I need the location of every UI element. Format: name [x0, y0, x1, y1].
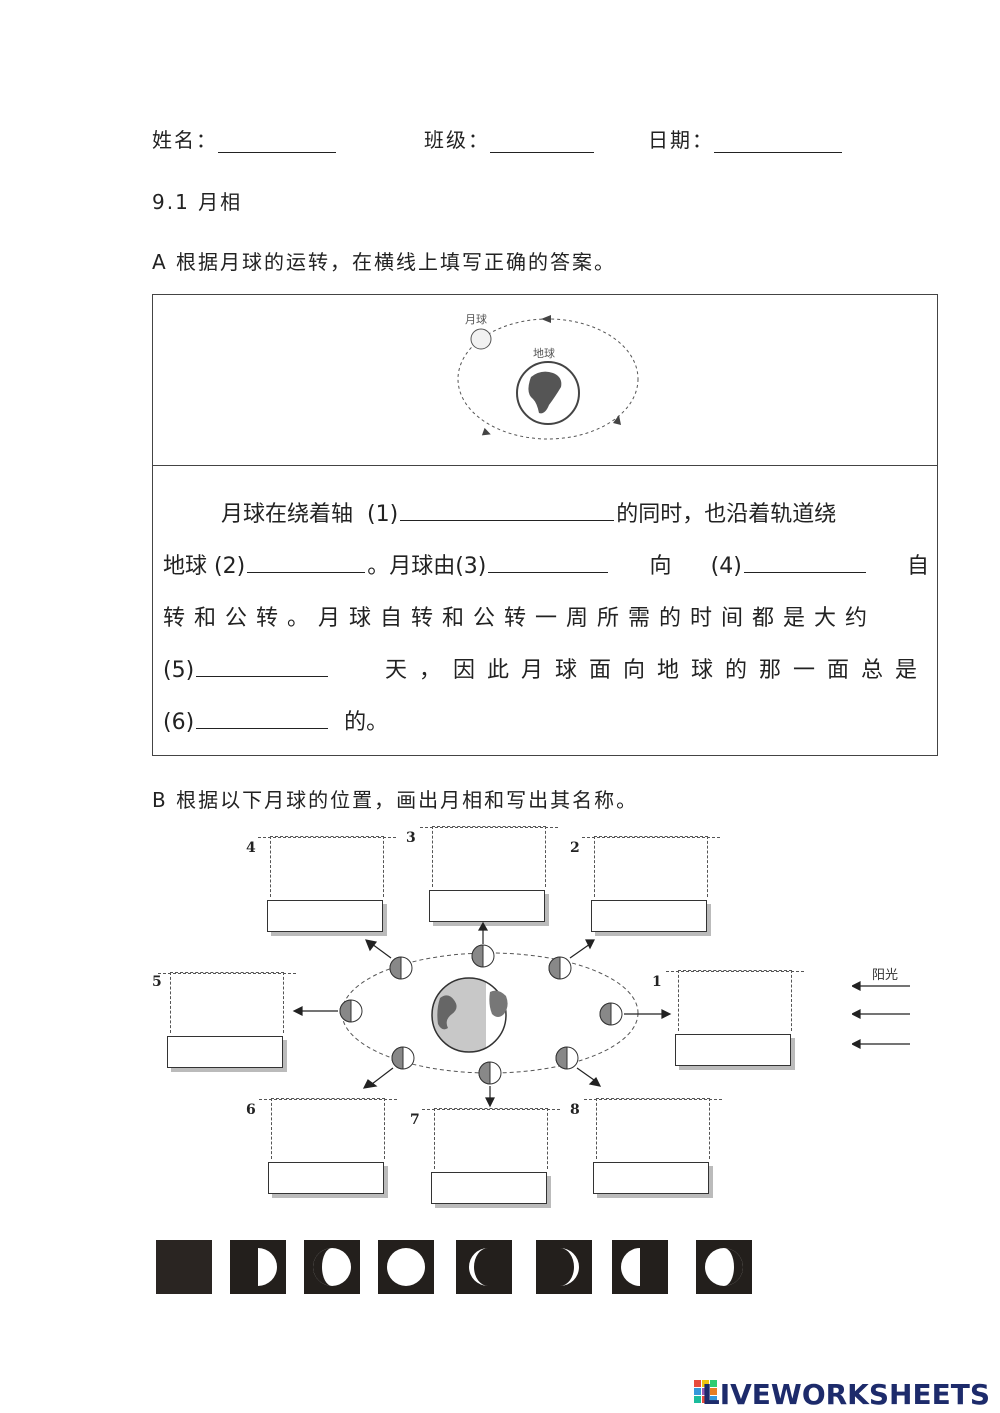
- moon-position-5: [339, 999, 363, 1023]
- phase-name-field-3[interactable]: [429, 890, 545, 922]
- class-field: 班级：: [424, 124, 594, 153]
- moon-position-7: [478, 1061, 502, 1085]
- phase-drawing-box-4[interactable]: [258, 836, 396, 897]
- moon-phase-orbit-diagram: [292, 921, 672, 1108]
- moon-position-4: [389, 956, 413, 980]
- section-title: 9.1 月相: [152, 190, 243, 214]
- moon-position-1: [599, 1002, 623, 1026]
- text-run: 向: [649, 554, 672, 579]
- position-number: 4: [246, 840, 256, 856]
- phase-name-field-5[interactable]: [167, 1036, 283, 1068]
- earth-day-side: [486, 978, 523, 1052]
- blank-number: (6): [163, 710, 195, 735]
- orbit-arrow: [541, 315, 551, 323]
- text-run: 月球在绕着轴: [221, 502, 354, 527]
- phase-drawing-box-8[interactable]: [584, 1098, 722, 1159]
- liveworksheets-logo-icon: [694, 1380, 718, 1404]
- answer-blank-2[interactable]: [247, 546, 366, 573]
- phase-tile-first-quarter[interactable]: [230, 1240, 286, 1294]
- phase-name-field-2[interactable]: [591, 900, 707, 932]
- answer-blank-1[interactable]: [400, 494, 615, 521]
- phase-name-field-6[interactable]: [268, 1162, 384, 1194]
- phase-name-field-7[interactable]: [431, 1172, 547, 1204]
- part-a-paragraph: 月球在绕着轴 (1) 的同时，也沿着轨道绕 地球 (2) 。月球由(3) 向 (4…: [163, 489, 929, 749]
- phase-drawing-box-1[interactable]: [666, 970, 804, 1031]
- liveworksheets-logo-text: LIVEWORKSHEETS: [701, 1378, 990, 1411]
- moon-position-8: [555, 1046, 579, 1070]
- date-label: 日期：: [648, 128, 714, 152]
- sunlight-arrows: [852, 981, 910, 1049]
- phase-name-field-8[interactable]: [593, 1162, 709, 1194]
- class-label: 班级：: [424, 128, 490, 152]
- moon-position-6: [391, 1046, 415, 1070]
- moon-label: 月球: [465, 312, 487, 326]
- part-a-box: 月球 地球 月球在绕着轴 (1) 的同时，也沿着轨道绕 地球 (2) 。月球由(3…: [152, 294, 938, 756]
- part-a-instruction: A 根据月球的运转，在横线上填写正确的答案。: [152, 250, 617, 274]
- sunlight-label: 阳光: [872, 968, 899, 983]
- answer-blank-6[interactable]: [196, 702, 329, 729]
- position-number: 2: [570, 840, 580, 856]
- text-run: 的。: [344, 710, 389, 735]
- moon-position-2: [548, 956, 572, 980]
- direction-arrows: [292, 921, 672, 1108]
- position-number: 7: [410, 1112, 420, 1128]
- text-run: 的同时，也沿着轨道绕: [616, 502, 837, 527]
- phase-drawing-box-2[interactable]: [582, 836, 720, 897]
- phase-tile-waxing-gibbous[interactable]: [304, 1240, 360, 1294]
- text-run: 地球: [163, 554, 208, 579]
- position-number: 3: [406, 830, 416, 846]
- date-blank[interactable]: [714, 130, 842, 153]
- phase-drawing-box-5[interactable]: [158, 972, 296, 1033]
- orbit-arrow: [613, 415, 621, 425]
- position-number: 1: [652, 974, 662, 990]
- text-run: 自: [906, 554, 929, 579]
- blank-number: (4): [710, 554, 742, 579]
- text-run: 。月球由(3): [367, 554, 487, 579]
- position-number: 8: [570, 1102, 580, 1118]
- answer-blank-4[interactable]: [743, 546, 866, 573]
- phase-name-field-1[interactable]: [675, 1034, 791, 1066]
- moon-orbit-diagram: 月球 地球: [457, 312, 639, 440]
- phase-drawing-box-6[interactable]: [259, 1098, 397, 1159]
- box-divider: [153, 465, 937, 466]
- moon-positions: [339, 944, 623, 1085]
- orbit-arrow: [481, 427, 491, 436]
- earth-continent: [489, 990, 508, 1017]
- earth-label: 地球: [533, 346, 555, 360]
- blank-number: (1): [367, 502, 399, 527]
- phase-tile-waning-crescent[interactable]: [536, 1240, 592, 1294]
- position-number: 6: [246, 1102, 256, 1118]
- part-b-instruction: B 根据以下月球的位置，画出月相和写出其名称。: [152, 788, 639, 812]
- phase-tile-waxing-crescent[interactable]: [456, 1240, 512, 1294]
- moon-position-3: [471, 944, 495, 968]
- blank-number: (5): [163, 658, 195, 683]
- answer-blank-3[interactable]: [488, 546, 609, 573]
- text-run: 转和公转。月球自转和公转一周所需的时间都是大约: [163, 606, 877, 631]
- text-run: 天，因此月球面向地球的那一面总是: [384, 658, 929, 683]
- phase-drawing-box-3[interactable]: [420, 826, 558, 887]
- earth-continent: [528, 371, 562, 414]
- moon-icon: [470, 328, 492, 350]
- earth-continent: [437, 995, 457, 1030]
- phase-tile-last-quarter[interactable]: [612, 1240, 668, 1294]
- phase-tile-new-moon[interactable]: [156, 1240, 212, 1294]
- name-label: 姓名：: [152, 128, 218, 152]
- class-blank[interactable]: [490, 130, 594, 153]
- phase-tile-waning-gibbous[interactable]: [696, 1240, 752, 1294]
- phase-tile-full-moon[interactable]: [378, 1240, 434, 1294]
- phase-drawing-box-7[interactable]: [422, 1108, 560, 1169]
- position-number: 5: [152, 974, 162, 990]
- phase-name-field-4[interactable]: [267, 900, 383, 932]
- name-blank[interactable]: [218, 130, 336, 153]
- answer-blank-5[interactable]: [196, 650, 329, 677]
- date-field: 日期：: [648, 124, 842, 153]
- blank-number: (2): [214, 554, 246, 579]
- name-field: 姓名：: [152, 124, 336, 153]
